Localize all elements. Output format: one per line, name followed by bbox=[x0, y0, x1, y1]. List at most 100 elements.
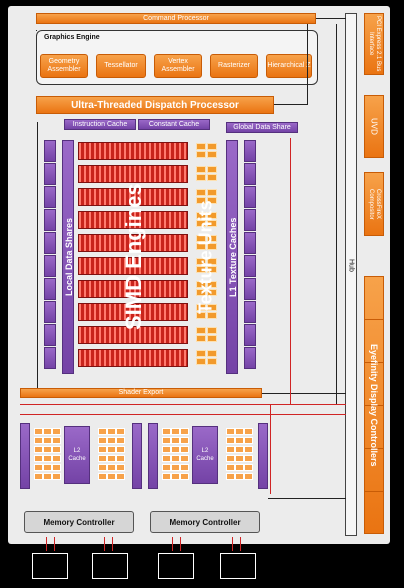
l1-tab bbox=[244, 255, 256, 277]
l1-tab bbox=[244, 163, 256, 185]
memory-partition-right-a bbox=[148, 423, 158, 489]
simd-engine-row bbox=[78, 211, 188, 229]
memory-cell bbox=[171, 446, 180, 453]
red-link-a bbox=[290, 138, 291, 404]
memory-cell bbox=[171, 464, 180, 471]
texture-unit-cell bbox=[207, 304, 217, 311]
memory-cell bbox=[180, 464, 189, 471]
l1-tab bbox=[244, 278, 256, 300]
command-processor: Command Processor bbox=[36, 13, 316, 24]
hub-label: Hub bbox=[347, 258, 355, 272]
texture-unit-cell bbox=[207, 258, 217, 265]
memory-cell bbox=[116, 437, 125, 444]
memory-cell bbox=[43, 446, 52, 453]
texture-unit-cell bbox=[207, 174, 217, 181]
texture-unit-cell bbox=[196, 258, 206, 265]
memory-cell bbox=[34, 446, 43, 453]
memory-cell bbox=[235, 446, 244, 453]
hub-bar bbox=[345, 13, 357, 536]
lds-tab bbox=[44, 255, 56, 277]
global-data-share: Global Data Share bbox=[226, 122, 298, 133]
memory-cell bbox=[116, 464, 125, 471]
memory-cell bbox=[235, 464, 244, 471]
memory-cell bbox=[52, 473, 61, 480]
texture-unit-cell bbox=[207, 335, 217, 342]
memory-pin bbox=[240, 537, 241, 551]
memory-cell bbox=[244, 455, 253, 462]
lds-tab bbox=[44, 140, 56, 162]
connector-hub-top bbox=[316, 18, 346, 19]
texture-unit-cell bbox=[196, 212, 206, 219]
memory-partition-right-b bbox=[258, 423, 268, 489]
memory-cell bbox=[244, 473, 253, 480]
red-link-b bbox=[20, 404, 346, 405]
texture-unit-cell bbox=[196, 289, 206, 296]
memory-cell bbox=[171, 437, 180, 444]
memory-pin bbox=[104, 537, 105, 551]
memory-cell bbox=[180, 446, 189, 453]
memory-cell bbox=[171, 428, 180, 435]
memory-cell bbox=[162, 437, 171, 444]
memory-cell bbox=[43, 428, 52, 435]
memory-cell bbox=[226, 437, 235, 444]
texture-unit-cell bbox=[196, 189, 206, 196]
memory-cell bbox=[180, 428, 189, 435]
texture-unit-cell bbox=[207, 243, 217, 250]
shader-export: Shader Export bbox=[20, 388, 262, 398]
memory-cell bbox=[244, 464, 253, 471]
lds-tab bbox=[44, 163, 56, 185]
l2-cache-left: L2 Cache bbox=[64, 426, 90, 484]
memory-cell bbox=[235, 437, 244, 444]
texture-unit-cell bbox=[207, 143, 217, 150]
memory-cell bbox=[107, 428, 116, 435]
connector-mem-hub bbox=[268, 498, 346, 499]
memory-pin bbox=[54, 537, 55, 551]
geometry-assembler: Geometry Assembler bbox=[40, 54, 88, 78]
texture-unit-cell bbox=[207, 289, 217, 296]
texture-unit-cell bbox=[207, 327, 217, 334]
memory-cell bbox=[52, 464, 61, 471]
texture-unit-cell bbox=[207, 151, 217, 158]
texture-unit-cell bbox=[196, 243, 206, 250]
memory-controller-left: Memory Controller bbox=[24, 511, 134, 533]
memory-pin bbox=[112, 537, 113, 551]
dispatch-processor: Ultra-Threaded Dispatch Processor bbox=[36, 96, 274, 114]
texture-unit-cell bbox=[196, 358, 206, 365]
texture-units-label: Texture Units bbox=[195, 200, 216, 314]
simd-engine-row bbox=[78, 234, 188, 252]
memory-cell bbox=[98, 428, 107, 435]
texture-unit-cell bbox=[207, 235, 217, 242]
texture-unit-cell bbox=[207, 212, 217, 219]
memory-chip-3 bbox=[158, 553, 194, 579]
memory-cell bbox=[52, 446, 61, 453]
texture-unit-cell bbox=[207, 350, 217, 357]
simd-engine-row bbox=[78, 326, 188, 344]
texture-unit-cell bbox=[196, 312, 206, 319]
local-data-shares-label: Local Data Shares bbox=[64, 217, 74, 297]
memory-cell bbox=[116, 473, 125, 480]
constant-cache: Constant Cache bbox=[138, 119, 210, 130]
texture-unit-cell bbox=[196, 235, 206, 242]
memory-cell bbox=[52, 437, 61, 444]
memory-cell bbox=[34, 464, 43, 471]
lds-tab bbox=[44, 301, 56, 323]
texture-unit-cell bbox=[196, 335, 206, 342]
eyefinity-label: Eyefinity Display Controllers bbox=[369, 343, 379, 467]
memory-cell bbox=[107, 464, 116, 471]
texture-unit-cell bbox=[196, 174, 206, 181]
lds-tab bbox=[44, 278, 56, 300]
texture-unit-cell bbox=[207, 166, 217, 173]
memory-cell bbox=[98, 437, 107, 444]
local-data-shares-block bbox=[62, 140, 74, 374]
simd-engine-row bbox=[78, 349, 188, 367]
lds-tab bbox=[44, 209, 56, 231]
eyefinity-divider bbox=[364, 319, 384, 320]
memory-cell bbox=[107, 446, 116, 453]
texture-unit-cell bbox=[207, 281, 217, 288]
texture-unit-cell bbox=[196, 350, 206, 357]
vertex-assembler: Vertex Assembler bbox=[154, 54, 202, 78]
memory-partition-left-a bbox=[20, 423, 30, 489]
l1-tab bbox=[244, 140, 256, 162]
lds-tab bbox=[44, 186, 56, 208]
memory-cell bbox=[235, 428, 244, 435]
